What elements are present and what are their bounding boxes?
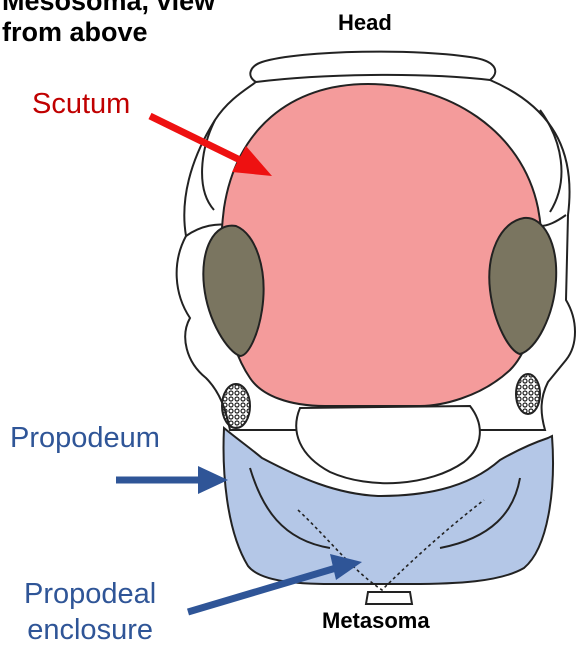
spiracle-right bbox=[516, 374, 540, 414]
metasoma-stub bbox=[366, 592, 412, 604]
spiracle-left bbox=[222, 384, 250, 428]
propodeal-enclosure-label: Propodeal enclosure bbox=[24, 576, 156, 649]
scutum bbox=[221, 84, 542, 406]
enclosure-label-line-2: enclosure bbox=[24, 612, 156, 648]
title-line-1: Mesosoma, view bbox=[2, 0, 215, 17]
head-label: Head bbox=[338, 10, 392, 35]
enclosure-label-line-1: Propodeal bbox=[24, 576, 156, 612]
diagram-title: Mesosoma, view from above bbox=[2, 0, 215, 48]
title-line-2: from above bbox=[2, 17, 215, 48]
scutum-label: Scutum bbox=[32, 88, 130, 121]
metasoma-label: Metasoma bbox=[322, 608, 430, 633]
scutellum bbox=[296, 406, 480, 483]
propodeum-label: Propodeum bbox=[10, 422, 160, 455]
